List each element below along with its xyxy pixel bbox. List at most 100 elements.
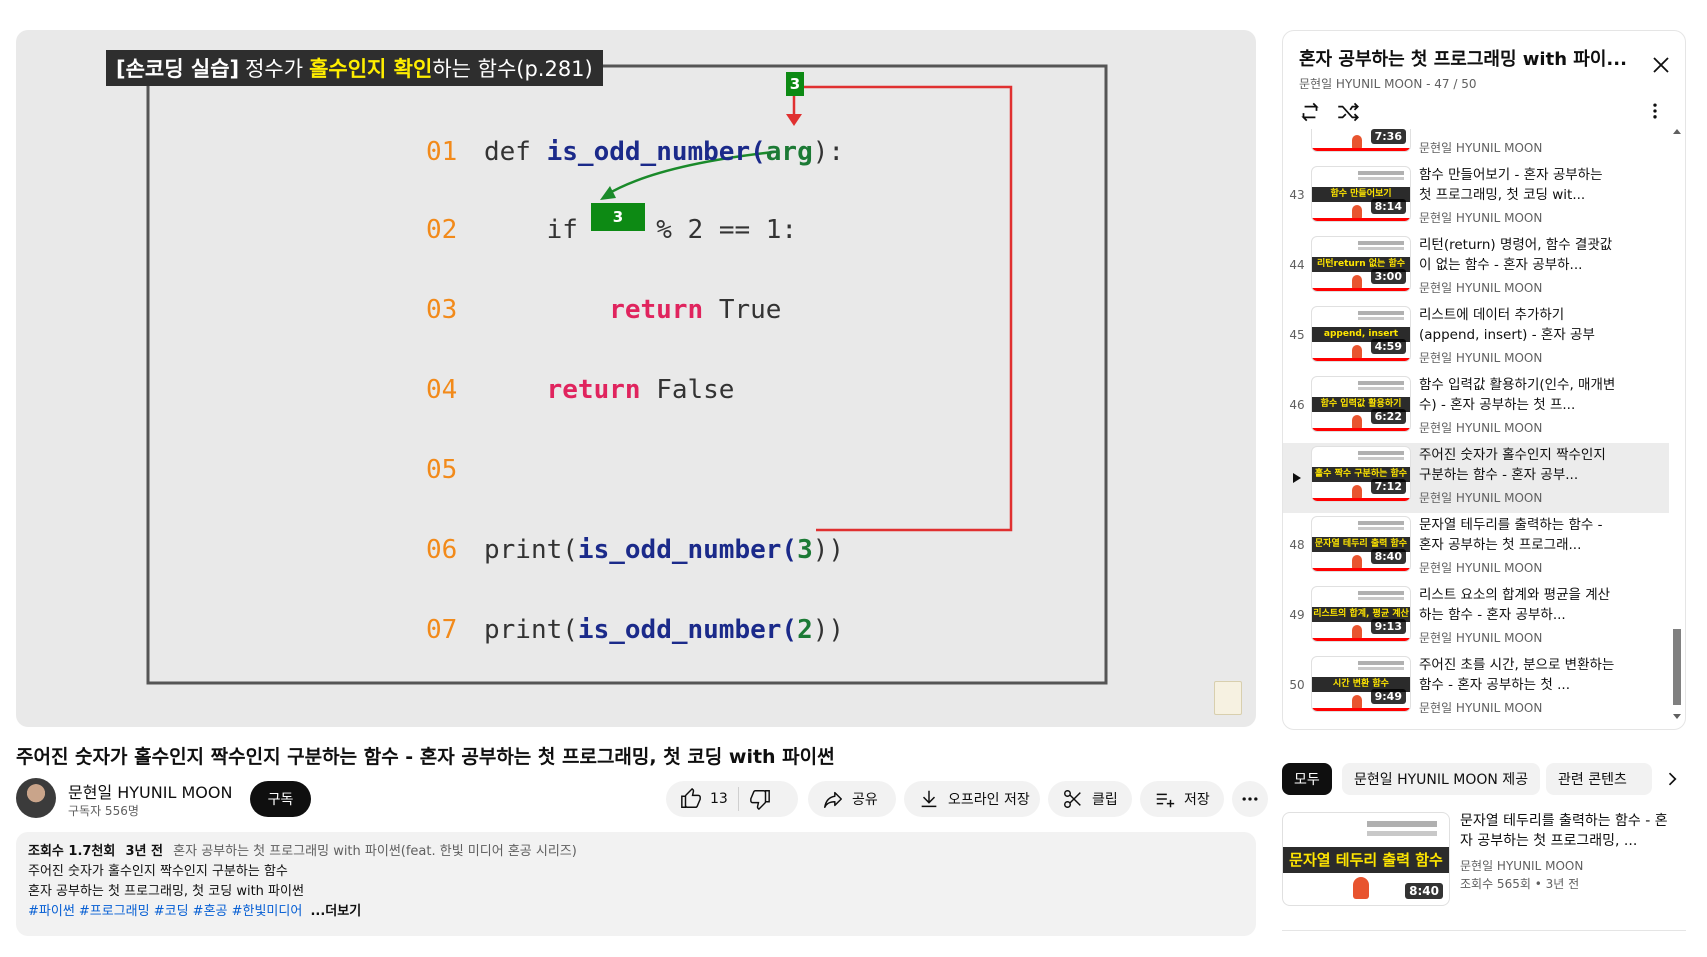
video-overlay-title: [손코딩 실습] 정수가 홀수인지 확인 하는 함수(p.281) — [106, 50, 603, 86]
thumb-duration: 7:36 — [1370, 129, 1406, 144]
playlist-link[interactable]: 혼자 공부하는 첫 프로그래밍 with 파이썬(feat. 한빛 미디어 혼공… — [173, 844, 577, 859]
like-icon[interactable] — [680, 788, 702, 810]
thumb-band: 리스트의 합계, 평균 계산 — [1312, 607, 1410, 622]
chip-related[interactable]: 관련 콘텐츠 — [1546, 763, 1652, 795]
playlist-thumbnail[interactable]: 7:36 — [1311, 129, 1411, 152]
thumb-duration: 3:00 — [1370, 269, 1406, 284]
subscribe-button[interactable]: 구독 — [250, 781, 311, 817]
recommended-channel[interactable]: 문현일 HYUNIL MOON — [1460, 859, 1584, 873]
channel-avatar[interactable] — [16, 778, 56, 818]
close-icon[interactable] — [1649, 53, 1673, 77]
download-icon — [921, 790, 937, 808]
playlist-item-title: 문자열 테두리를 출력하는 함수 - 혼자 공부하는 첫 프로그래... — [1419, 517, 1603, 553]
recommended-thumbnail[interactable]: 문자열 테두리 출력 함수 8:40 — [1282, 812, 1450, 906]
playlist-item-title: 리스트 요소의 합계와 평균을 계산하는 함수 - 혼자 공부하... — [1419, 587, 1611, 623]
description-line-3: 혼자 공부하는 첫 프로그래밍, 첫 코딩 with 파이썬 — [28, 884, 304, 899]
thumb-duration: 6:22 — [1370, 409, 1406, 424]
channel-name[interactable]: 문현일 HYUNIL MOON — [68, 783, 233, 802]
thumb-character — [1352, 555, 1362, 569]
more-actions-button[interactable] — [1232, 781, 1268, 817]
code-token: ): — [812, 137, 845, 167]
chip-from-channel[interactable]: 문현일 HYUNIL MOON 제공 — [1342, 763, 1541, 795]
shuffle-icon[interactable] — [1335, 99, 1361, 125]
playlist-scrollbar[interactable] — [1673, 129, 1681, 719]
thumb-header-text — [1358, 521, 1404, 525]
code-line: return False — [484, 375, 735, 405]
code-line-number: 03 — [426, 295, 458, 325]
code-token: return — [484, 375, 657, 405]
now-playing-icon — [1293, 473, 1301, 483]
green-arrow-head — [600, 186, 616, 200]
scroll-up-arrow[interactable] — [1673, 129, 1681, 134]
playlist-item-channel: 문현일 HYUNIL MOON — [1419, 351, 1543, 365]
hashtags[interactable]: #파이썬 #프로그래밍 #코딩 #혼공 #한빛미디어 — [28, 904, 303, 919]
scrollbar-thumb[interactable] — [1673, 629, 1681, 705]
watched-progress-bar — [1312, 498, 1410, 501]
section-divider — [1282, 930, 1686, 931]
chevron-right-icon[interactable] — [1662, 769, 1682, 789]
watched-progress-bar — [1312, 428, 1410, 431]
code-token: if — [484, 215, 594, 245]
more-horizontal-icon — [1242, 797, 1258, 801]
share-button[interactable]: 공유 — [808, 781, 896, 817]
code-line-number: 05 — [426, 455, 458, 485]
loop-icon[interactable] — [1297, 99, 1323, 125]
thumb-duration: 4:59 — [1370, 339, 1406, 354]
code-line: def is_odd_number(arg): — [484, 137, 844, 167]
show-more-link[interactable]: ...더보기 — [310, 904, 362, 919]
playlist-item-channel: 문현일 HYUNIL MOON — [1419, 491, 1543, 505]
thumb-header-text-2 — [1358, 597, 1404, 600]
thumb-header-text-2 — [1367, 831, 1437, 836]
code-token: True — [718, 295, 782, 325]
playlist-item-title: 리스트에 데이터 추가하기(append, insert) - 혼자 공부하..… — [1419, 307, 1595, 343]
thumb-header-text-2 — [1358, 457, 1404, 460]
playlist-item-channel: 문현일 HYUNIL MOON — [1419, 421, 1543, 435]
code-token: % 2 == 1: — [640, 215, 798, 245]
playlist-add-icon — [1156, 793, 1175, 808]
thumb-header-text — [1358, 171, 1404, 175]
playlist-item-text: 주어진 숫자가 홀수인지 짝수인지 구분하는 함수 - 혼자 공부...문현일 … — [1419, 445, 1619, 508]
more-vertical-icon[interactable] — [1645, 101, 1665, 121]
clip-button[interactable]: 클립 — [1048, 781, 1132, 817]
code-line-number: 02 — [426, 215, 458, 245]
dislike-icon[interactable] — [749, 788, 771, 810]
thumb-header-text — [1358, 241, 1404, 245]
download-button[interactable]: 오프라인 저장 — [904, 781, 1040, 817]
code-line: print(is_odd_number(3)) — [484, 535, 844, 565]
like-count[interactable]: 13 — [710, 791, 728, 807]
code-line-number: 04 — [426, 375, 458, 405]
description-tags-line: #파이썬 #프로그래밍 #코딩 #혼공 #한빛미디어 ...더보기 — [28, 902, 1244, 922]
watched-progress-bar — [1312, 148, 1410, 151]
playlist-item-title — [1419, 129, 1619, 135]
thumb-header-text-2 — [1358, 177, 1404, 180]
thumb-character — [1353, 877, 1369, 899]
save-button[interactable]: 저장 — [1140, 781, 1224, 817]
description-box[interactable]: 조회수 1.7천회 3년 전 혼자 공부하는 첫 프로그래밍 with 파이썬(… — [16, 832, 1256, 936]
playlist-item-title: 함수 입력값 활용하기(인수, 매개변수) - 혼자 공부하는 첫 프... — [1419, 377, 1616, 413]
playlist-item-title: 리턴(return) 명령어, 함수 결괏값이 없는 함수 - 혼자 공부하..… — [1419, 237, 1613, 273]
scroll-down-arrow[interactable] — [1673, 714, 1681, 719]
chip-all[interactable]: 모두 — [1282, 763, 1332, 795]
recommended-title[interactable]: 문자열 테두리를 출력하는 함수 - 혼자 공부하는 첫 프로그래밍, ... — [1460, 813, 1668, 849]
playlist-title[interactable]: 혼자 공부하는 첫 프로그래밍 with 파이... — [1299, 49, 1627, 70]
scissors-icon — [1064, 790, 1081, 808]
